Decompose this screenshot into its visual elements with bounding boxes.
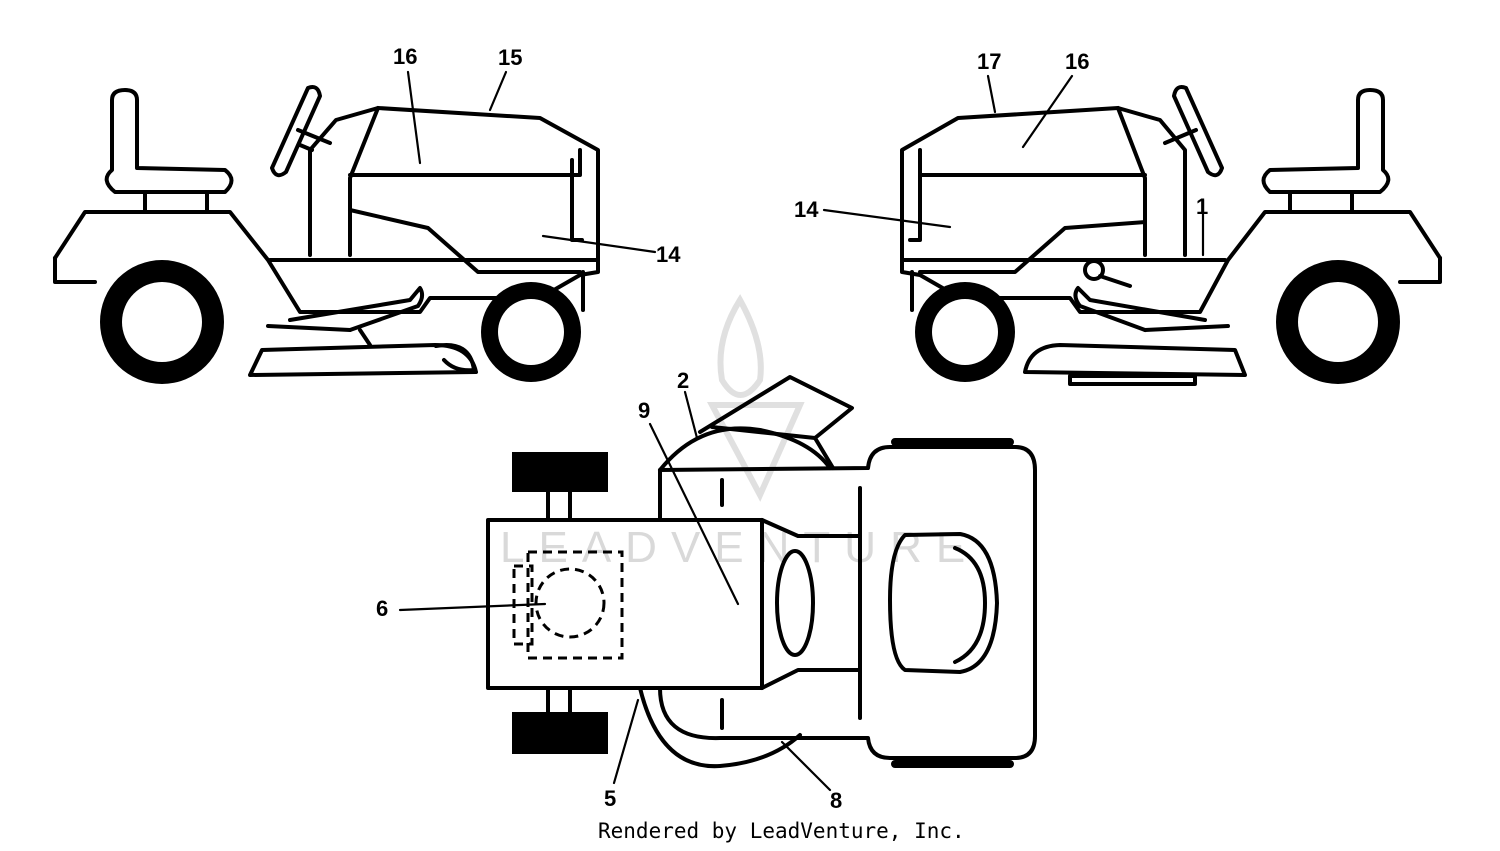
watermark-text: LEADVENTURE	[500, 523, 979, 572]
seat	[104, 88, 234, 194]
steering-wheel	[270, 85, 322, 178]
seat-top	[888, 532, 999, 674]
callout-15: 15	[498, 45, 522, 70]
callout-14-left: 14	[656, 242, 681, 267]
front-tire-top	[512, 452, 608, 492]
left-side-view	[53, 85, 600, 384]
callout-16-left: 16	[393, 44, 417, 69]
hood-top	[486, 518, 764, 690]
callout-5: 5	[604, 786, 616, 811]
hood	[1116, 106, 1147, 257]
chassis	[658, 445, 1037, 760]
discharge-chute	[698, 375, 854, 470]
callout-8: 8	[830, 788, 842, 813]
deck-outline	[658, 426, 832, 472]
callout-9: 9	[638, 398, 650, 423]
callout-1: 1	[1196, 194, 1208, 219]
rear-fender	[53, 106, 600, 314]
mower-deck	[1023, 343, 1247, 377]
render-credit: Rendered by LeadVenture, Inc.	[598, 819, 965, 843]
callout-labels: 16 15 14 17 16 14 1 2 9 6 5 8	[376, 44, 1208, 813]
watermark-logo: LEADVENTURE	[500, 294, 979, 572]
hood	[348, 106, 380, 257]
callout-2: 2	[677, 368, 689, 393]
front-tire-bottom	[512, 712, 608, 754]
leader-lines	[398, 70, 1074, 792]
steering-wheel	[1172, 85, 1224, 178]
gas-cap-outline	[534, 567, 606, 639]
seat	[1261, 88, 1391, 194]
rear-fender	[900, 106, 1442, 314]
callout-14-right: 14	[794, 197, 819, 222]
callout-6: 6	[376, 596, 388, 621]
callout-17: 17	[977, 49, 1001, 74]
callout-16-right: 16	[1065, 49, 1089, 74]
top-view	[486, 375, 1037, 769]
right-side-view	[900, 85, 1442, 386]
